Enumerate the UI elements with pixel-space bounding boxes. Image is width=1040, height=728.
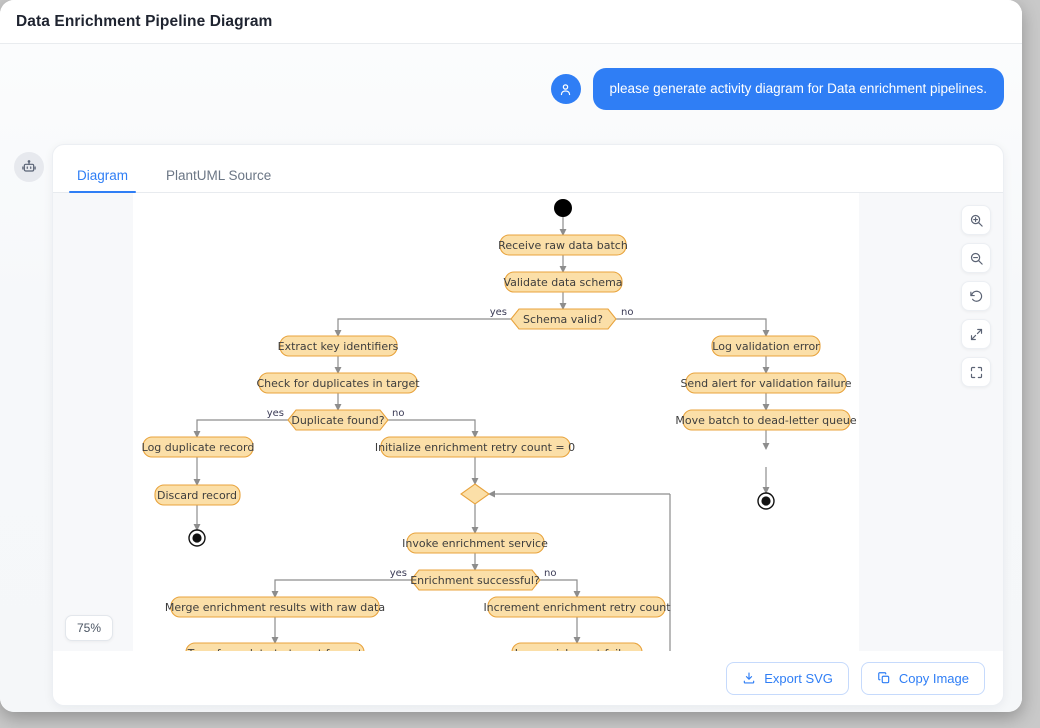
node-label: Enrichment successful?	[410, 574, 540, 587]
node-label: Validate data schema	[503, 276, 622, 289]
node-label: Receive raw data batch	[498, 239, 628, 252]
edge-label-no: no	[544, 568, 556, 579]
edge-label-yes: yes	[490, 307, 507, 318]
start-node	[554, 199, 572, 217]
node-extract-key-identifiers: Extract key identifiers	[278, 335, 399, 357]
card-footer: Export SVG Copy Image	[53, 651, 1003, 705]
node-log-duplicate-record: Log duplicate record	[142, 436, 255, 458]
node-label: Discard record	[157, 489, 237, 502]
copy-icon	[878, 672, 890, 684]
copy-image-label: Copy Image	[898, 670, 969, 686]
fit-to-screen-button[interactable]	[961, 319, 991, 349]
node-label: Increment enrichment retry count	[483, 601, 671, 614]
diagram-toolbar	[961, 205, 991, 387]
assistant-message-row: Diagram PlantUML Source	[14, 144, 1004, 706]
node-merge-enrichment-results: Merge enrichment results with raw data	[165, 596, 385, 618]
node-transform-data-to-target-format: Transform data to target format	[185, 642, 365, 651]
user-message-row: please generate activity diagram for Dat…	[550, 68, 1004, 110]
page-title: Data Enrichment Pipeline Diagram	[16, 12, 273, 30]
zoom-in-icon	[970, 214, 983, 227]
node-receive-raw-data-batch: Receive raw data batch	[498, 234, 628, 256]
node-label: Transform data to target format	[187, 647, 363, 651]
copy-image-button[interactable]: Copy Image	[860, 661, 985, 695]
node-send-alert-for-validation-failure: Send alert for validation failure	[680, 372, 852, 394]
node-label: Duplicate found?	[291, 414, 384, 427]
node-label: Move batch to dead-letter queue	[675, 414, 856, 427]
user-message-bubble: please generate activity diagram for Dat…	[592, 68, 1004, 110]
zoom-in-button[interactable]	[961, 205, 991, 235]
node-label: Invoke enrichment service	[402, 537, 548, 550]
node-invoke-enrichment-service: Invoke enrichment service	[402, 532, 548, 554]
node-label: Schema valid?	[523, 313, 603, 326]
avatar	[550, 74, 581, 104]
node-log-validation-error: Log validation error	[711, 335, 821, 357]
download-icon	[744, 672, 755, 684]
decision-enrichment-successful: Enrichment successful?	[410, 569, 541, 591]
fullscreen-icon	[970, 366, 982, 378]
end-node-discard	[188, 529, 206, 547]
node-label: Log validation error	[712, 340, 820, 353]
zoom-out-button[interactable]	[961, 243, 991, 273]
node-check-for-duplicates-in-target: Check for duplicates in target	[256, 372, 420, 394]
node-label: Send alert for validation failure	[680, 377, 851, 390]
node-log-enrichment-failure: Log enrichment failure	[511, 642, 643, 651]
title-bar: Data Enrichment Pipeline Diagram	[0, 0, 1022, 44]
robot-icon	[22, 160, 36, 172]
diagram-card: Diagram PlantUML Source	[52, 144, 1004, 706]
decision-schema-valid: Schema valid?	[510, 308, 617, 330]
node-label: Check for duplicates in target	[256, 377, 420, 390]
node-move-batch-to-dead-letter-queue: Move batch to dead-letter queue	[675, 409, 857, 431]
chat-area: please generate activity diagram for Dat…	[0, 44, 1022, 712]
export-svg-label: Export SVG	[764, 670, 833, 686]
diagram-canvas[interactable]: Receive raw data batch Validate data sch…	[133, 193, 859, 651]
diagram-viewport[interactable]: Receive raw data batch Validate data sch…	[53, 193, 1003, 651]
edge-label-no: no	[621, 307, 633, 318]
node-label: Log duplicate record	[142, 441, 255, 454]
card-tabs: Diagram PlantUML Source	[53, 159, 1003, 193]
end-node-validation	[757, 492, 775, 510]
node-label: Merge enrichment results with raw data	[165, 601, 385, 614]
edge-label-no: no	[392, 408, 404, 419]
edge-label-yes: yes	[390, 568, 407, 579]
tab-diagram[interactable]: Diagram	[69, 168, 137, 193]
reset-icon	[969, 290, 982, 302]
node-validate-data-schema: Validate data schema	[503, 271, 623, 293]
fit-screen-icon	[970, 328, 982, 340]
decision-duplicate-found: Duplicate found?	[287, 409, 389, 431]
zoom-out-icon	[970, 252, 983, 265]
export-svg-button[interactable]: Export SVG	[726, 661, 849, 695]
node-discard-record: Discard record	[154, 484, 241, 506]
node-increment-enrichment-retry-count: Increment enrichment retry count	[483, 596, 671, 618]
tab-plantuml-source[interactable]: PlantUML Source	[166, 168, 272, 183]
app-window: Data Enrichment Pipeline Diagram please …	[0, 0, 1022, 712]
fullscreen-button[interactable]	[961, 357, 991, 387]
edge-label-yes: yes	[267, 408, 284, 419]
diagram-nodes: Receive raw data batch Validate data sch…	[142, 199, 857, 651]
node-label: Extract key identifiers	[278, 340, 399, 353]
zoom-level-badge: 75%	[65, 615, 114, 641]
bot-avatar	[14, 152, 44, 182]
merge-node	[460, 483, 490, 505]
reset-view-button[interactable]	[961, 281, 991, 311]
node-label: Initialize enrichment retry count = 0	[375, 441, 575, 454]
activity-diagram-svg: Receive raw data batch Validate data sch…	[142, 199, 857, 651]
node-initialize-enrichment-retry-count: Initialize enrichment retry count = 0	[375, 436, 575, 458]
diagram-edges	[193, 217, 770, 651]
node-label: Log enrichment failure	[515, 647, 640, 651]
user-icon	[560, 83, 571, 95]
